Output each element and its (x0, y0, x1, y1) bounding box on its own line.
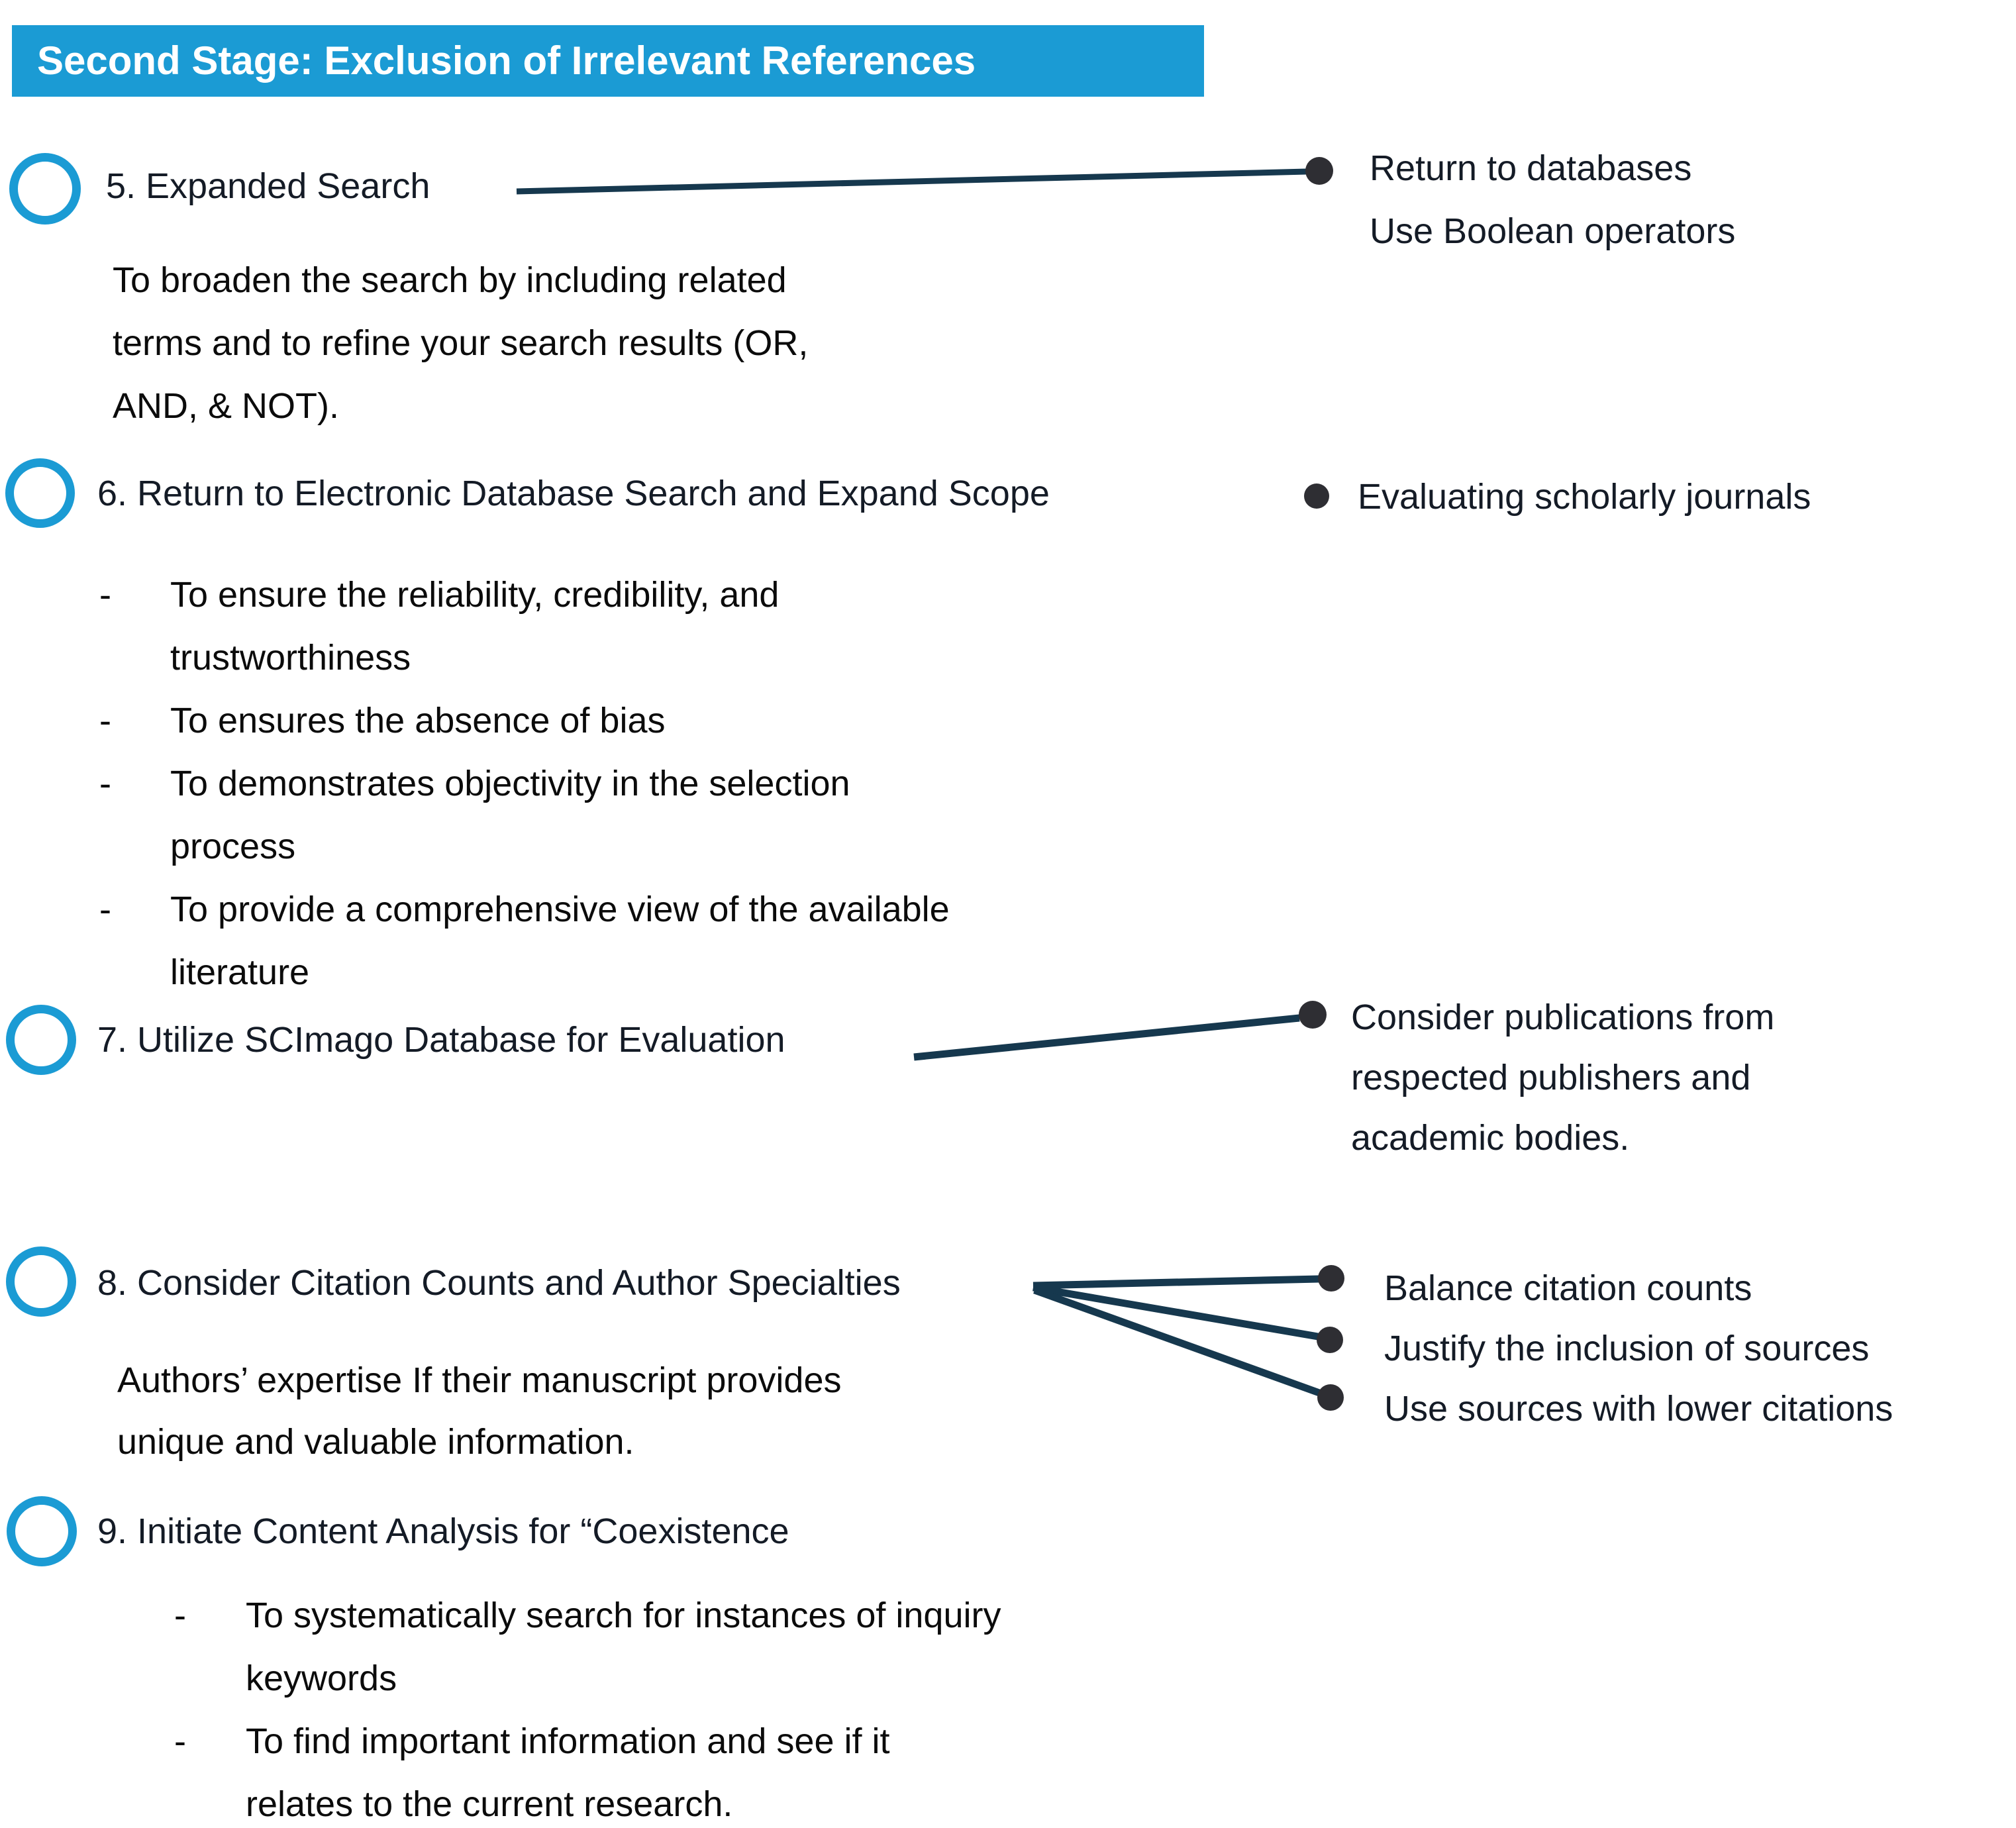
step-8-callouts: Balance citation counts Justify the incl… (1384, 1258, 1893, 1439)
bullet-line: process (170, 827, 296, 866)
connector-line-step-5 (516, 168, 1308, 195)
step-8-description: Authors’ expertise If their manuscript p… (117, 1350, 841, 1473)
step-8-title: 8. Consider Citation Counts and Author S… (97, 1263, 901, 1303)
list-item: - To find important information and see … (170, 1710, 1001, 1828)
step-8-description-line: Authors’ expertise If their manuscript p… (117, 1360, 842, 1400)
dash-bullet-icon: - (99, 701, 111, 740)
step-6-title: 6. Return to Electronic Database Search … (97, 474, 1050, 513)
list-item: - To demonstrates objectivity in the sel… (94, 752, 950, 878)
bullet-line: To provide a comprehensive view of the a… (170, 889, 950, 929)
dash-bullet-icon: - (99, 575, 111, 615)
bullet-line: keywords (246, 1658, 397, 1698)
connector-line-step-7 (913, 1014, 1300, 1061)
dash-bullet-icon: - (174, 1721, 186, 1761)
step-5-description-line: terms and to refine your search results … (113, 323, 809, 363)
callout-dot-step-8-b (1317, 1327, 1343, 1353)
connector-line-step-8-c (1033, 1286, 1321, 1397)
step-7-circle-icon (6, 1005, 76, 1075)
connector-line-step-8-a (1033, 1275, 1320, 1290)
step-6-bullet-list: - To ensure the reliability, credibility… (94, 564, 950, 1004)
list-item: - To systematically search for instances… (170, 1584, 1001, 1710)
bullet-line: To systematically search for instances o… (246, 1596, 1001, 1635)
step-7-callout-line: academic bodies. (1351, 1118, 1630, 1158)
callout-dot-step-5 (1305, 157, 1333, 185)
step-6-callout: Evaluating scholarly journals (1358, 466, 1811, 529)
step-5-description: To broaden the search by including relat… (113, 249, 808, 438)
step-9-title: 9. Initiate Content Analysis for “Coexis… (97, 1511, 789, 1551)
step-6-callout-line: Evaluating scholarly journals (1358, 477, 1811, 517)
bullet-line: To find important information and see if… (246, 1721, 890, 1761)
callout-dot-step-8-c (1317, 1384, 1344, 1411)
step-8-description-line: unique and valuable information. (117, 1422, 634, 1462)
bullet-line: To ensures the absence of bias (170, 701, 666, 740)
bullet-line: To ensure the reliability, credibility, … (170, 575, 780, 615)
callout-dot-step-6 (1304, 483, 1329, 509)
step-8-callout-line: Use sources with lower citations (1384, 1389, 1893, 1429)
step-5-callout-line: Return to databases (1370, 148, 1692, 188)
step-7-callout-line: Consider publications from (1351, 997, 1775, 1037)
step-5-circle-icon (9, 153, 81, 225)
bullet-line: literature (170, 952, 310, 992)
step-5-callout-line: Use Boolean operators (1370, 211, 1736, 251)
step-7-callout: Consider publications from respected pub… (1351, 988, 1774, 1168)
bullet-line: trustworthiness (170, 638, 411, 678)
step-8-circle-icon (6, 1246, 76, 1317)
step-8-callout-line: Justify the inclusion of sources (1384, 1329, 1870, 1368)
bullet-line: To demonstrates objectivity in the selec… (170, 764, 850, 803)
list-item: - To ensures the absence of bias (94, 689, 950, 752)
bullet-line: relates to the current research. (246, 1784, 733, 1824)
dash-bullet-icon: - (174, 1596, 186, 1635)
step-5-callout: Return to databases Use Boolean operator… (1370, 137, 1735, 263)
callout-dot-step-8-a (1318, 1265, 1344, 1292)
step-7-callout-line: respected publishers and (1351, 1058, 1751, 1097)
step-5-title: 5. Expanded Search (106, 166, 430, 206)
list-item: - To ensure the reliability, credibility… (94, 564, 950, 689)
step-7-title: 7. Utilize SCImago Database for Evaluati… (97, 1020, 785, 1060)
step-9-bullet-list: - To systematically search for instances… (170, 1584, 1001, 1828)
step-6-circle-icon (5, 458, 75, 528)
list-item: - To provide a comprehensive view of the… (94, 878, 950, 1004)
step-9-circle-icon (7, 1496, 77, 1566)
step-8-callout-line: Balance citation counts (1384, 1268, 1752, 1308)
step-5-description-line: AND, & NOT). (113, 386, 340, 426)
page-title: Second Stage: Exclusion of Irrelevant Re… (12, 25, 1204, 97)
dash-bullet-icon: - (99, 889, 111, 929)
connector-line-step-8-b (1033, 1284, 1319, 1341)
callout-dot-step-7 (1299, 1001, 1327, 1029)
step-5-description-line: To broaden the search by including relat… (113, 260, 787, 300)
dash-bullet-icon: - (99, 764, 111, 803)
